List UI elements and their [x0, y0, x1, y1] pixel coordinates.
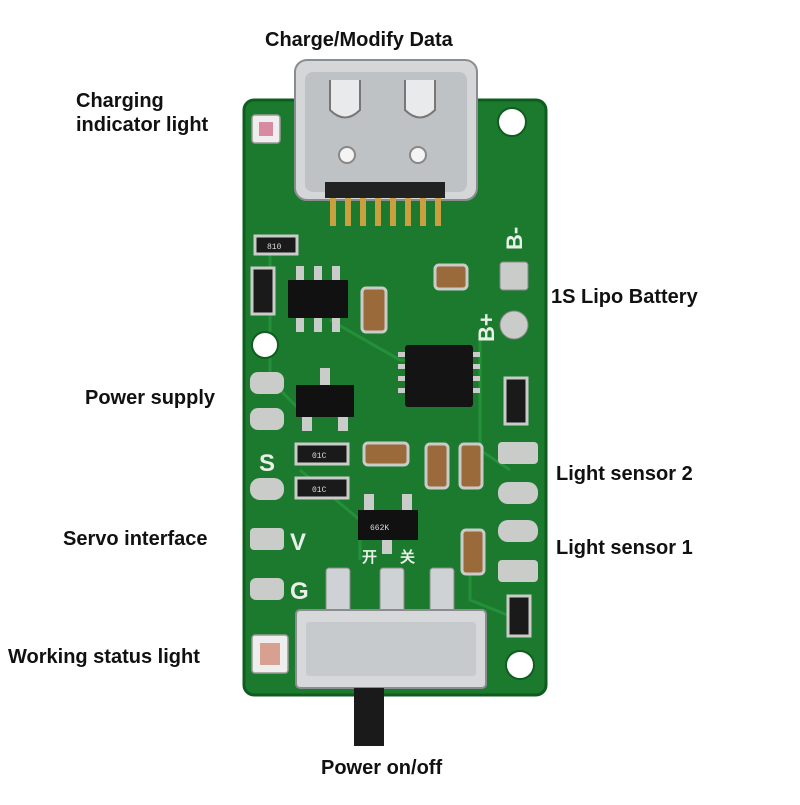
silk-b-plus: B+	[474, 313, 499, 342]
label-power-supply: Power supply	[85, 387, 216, 409]
pad-light-sensor-1-a	[498, 520, 538, 542]
silk-g: G	[290, 578, 309, 605]
silk-s: S	[259, 450, 275, 477]
silk-b-minus: B-	[502, 227, 527, 250]
usb-c-connector	[294, 59, 478, 226]
capacitor-row-3	[458, 442, 484, 490]
pad-servo-v	[250, 528, 284, 550]
label-charging-indicator: Charging indicator light	[76, 89, 208, 137]
pad-b-plus	[499, 310, 529, 340]
label-working-status: Working status light	[8, 646, 200, 668]
resistor-right	[503, 376, 529, 426]
resistor-810-code: 810	[267, 243, 282, 252]
label-power-switch: Power on/off	[321, 757, 443, 779]
label-light-sensor-2: Light sensor 2	[556, 463, 693, 485]
mosfet-top	[288, 266, 348, 332]
mounting-hole-top-right	[497, 107, 527, 137]
resistor-01c-bottom-code: 01C	[312, 486, 327, 495]
switch-pins	[325, 567, 455, 615]
capacitor-top-right	[433, 263, 469, 291]
silk-close: 关	[400, 548, 415, 566]
resistor-01c-top-code: 01C	[312, 452, 327, 461]
label-light-sensor-1: Light sensor 1	[556, 537, 693, 559]
pad-power-2	[250, 408, 284, 430]
mounting-hole-left	[251, 331, 279, 359]
pad-power-1	[250, 372, 284, 394]
capacitor-row-2	[424, 442, 450, 490]
capacitor-light-sensor-1	[460, 528, 486, 576]
label-charging-line-1: Charging	[76, 90, 164, 112]
resistor-01c-top: 01C	[294, 442, 350, 466]
pad-light-sensor-2-a	[498, 442, 538, 464]
mounting-hole-bottom-right	[505, 650, 535, 680]
transistor-sot	[296, 368, 354, 431]
label-charge-modify-data: Charge/Modify Data	[265, 29, 453, 51]
pad-b-minus	[499, 261, 529, 291]
capacitor-center	[360, 286, 388, 334]
capacitor-row-1	[362, 441, 410, 467]
silk-v: V	[290, 529, 306, 556]
label-lipo-battery: 1S Lipo Battery	[551, 286, 698, 308]
resistor-01c-bottom: 01C	[294, 476, 350, 500]
regulator-662k: 662K	[358, 494, 418, 554]
regulator-code: 662K	[370, 524, 389, 533]
slide-switch	[295, 609, 487, 746]
pad-servo-g	[250, 578, 284, 600]
resistor-810: 810	[253, 234, 299, 256]
resistor-bottom-right	[506, 594, 532, 638]
pad-light-sensor-1-b	[498, 560, 538, 582]
working-led	[251, 634, 289, 674]
label-charging-line-2: indicator light	[76, 114, 209, 136]
pad-light-sensor-2-b	[498, 482, 538, 504]
silk-open: 开	[362, 549, 377, 566]
pad-servo-s	[250, 478, 284, 500]
label-servo-interface: Servo interface	[63, 528, 208, 550]
main-ic	[398, 345, 480, 407]
charging-led	[251, 114, 281, 144]
resistor-left	[250, 266, 276, 316]
